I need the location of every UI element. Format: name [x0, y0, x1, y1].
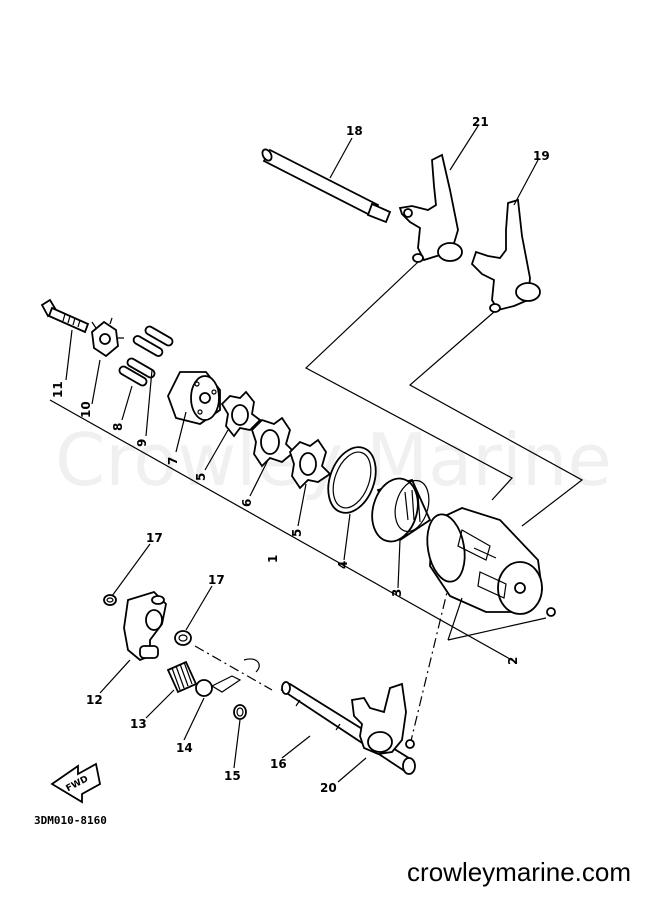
part-20-shift-fork — [350, 682, 415, 755]
part-8-pins — [118, 357, 156, 387]
callout-21: 21 — [472, 115, 489, 129]
part-2-shift-drum — [426, 507, 556, 617]
site-url-link[interactable]: crowleymarine.com — [407, 857, 631, 887]
part-15-clip — [233, 704, 247, 720]
callout-baseline — [49, 399, 518, 664]
callout-13: 13 — [130, 717, 147, 731]
callout-2: 2 — [506, 657, 520, 665]
callout-17b: 17 — [208, 573, 225, 587]
part-18-guide-bar — [261, 148, 392, 224]
callout-7: 7 — [166, 457, 180, 465]
part-19-shift-fork — [470, 198, 541, 313]
part-5a-plate — [220, 390, 262, 438]
part-5b-plate — [288, 438, 332, 490]
part-9-pins — [132, 325, 174, 357]
callout-4: 4 — [336, 561, 350, 569]
callout-6: 6 — [240, 499, 254, 507]
assembly-line-shift-shaft — [409, 587, 449, 746]
assembly-line-plate — [194, 645, 273, 691]
part-14-spring — [195, 658, 260, 697]
part-7-cam-holder — [167, 371, 221, 425]
part-4-circlip — [327, 446, 377, 514]
callout-19: 19 — [533, 149, 550, 163]
leader-lines — [65, 125, 547, 783]
callout-16: 16 — [270, 757, 287, 771]
fwd-arrow-icon: FWD — [50, 762, 102, 804]
diagram-reference-code: 3DM010-8160 — [34, 814, 107, 827]
part-12-lever — [123, 590, 167, 662]
callout-20: 20 — [320, 781, 337, 795]
callout-11: 11 — [51, 381, 65, 398]
callout-8: 8 — [111, 423, 125, 431]
part-10-segment — [91, 317, 124, 358]
callout-10: 10 — [79, 401, 93, 418]
part-3-bearing — [371, 477, 432, 543]
callout-5a: 5 — [194, 473, 208, 481]
callout-1: 1 — [266, 555, 280, 563]
callout-15: 15 — [224, 769, 241, 783]
guide-line-fork-21 — [304, 261, 513, 501]
callout-3: 3 — [390, 589, 404, 597]
callout-5b: 5 — [290, 529, 304, 537]
callout-12: 12 — [86, 693, 103, 707]
part-21-shift-fork — [398, 153, 463, 263]
guide-line-fork-19 — [408, 311, 584, 527]
part-17a-circlip — [103, 594, 117, 606]
part-6-plate — [250, 416, 296, 468]
part-13-spring — [166, 660, 198, 694]
callout-14: 14 — [176, 741, 193, 755]
callout-17a: 17 — [146, 531, 163, 545]
callout-9: 9 — [135, 439, 149, 447]
part-11-bolt — [40, 298, 90, 334]
part-17b-washer — [174, 630, 192, 646]
callout-18: 18 — [346, 124, 363, 138]
